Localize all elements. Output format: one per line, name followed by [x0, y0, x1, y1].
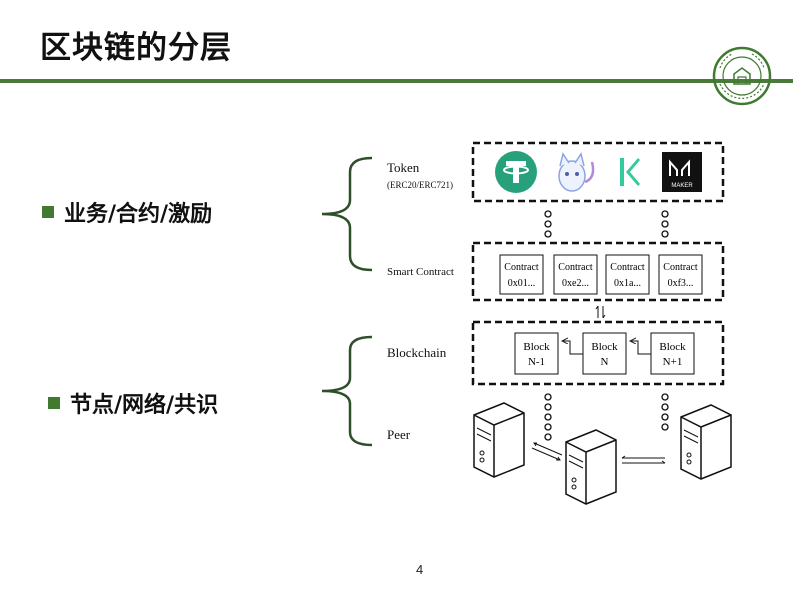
- kyber-logo-icon: [609, 153, 647, 191]
- layer-label-token: Token: [387, 160, 420, 175]
- contract-title: Contract: [558, 262, 593, 273]
- contract-address: 0x01...: [508, 278, 536, 289]
- bullet-square-icon: [42, 206, 54, 218]
- block-index: N+1: [663, 356, 683, 368]
- block-item-n: Block N: [582, 332, 627, 375]
- contract-item-4: Contract 0xf3...: [658, 254, 703, 295]
- bracket-lower: [321, 335, 373, 447]
- layer-label-contract: Smart Contract: [387, 266, 454, 278]
- token-layer-box: [471, 141, 725, 203]
- bullet-network: 节点/网络/共识: [48, 387, 218, 419]
- block-title: Block: [591, 341, 618, 353]
- cryptokitty-logo-icon: [558, 152, 595, 192]
- peer-exchange-arrows-icon: [531, 442, 666, 464]
- block-title: Block: [523, 341, 550, 353]
- title-divider: [0, 79, 793, 83]
- blockchain-layer-box: [471, 320, 725, 386]
- block-link-arrow: [630, 341, 651, 355]
- contract-address: 0x1a...: [614, 278, 641, 289]
- block-index: N-1: [528, 356, 545, 368]
- contract-address: 0xf3...: [668, 278, 694, 289]
- university-seal-icon: [712, 46, 772, 106]
- block-index: N: [601, 356, 609, 368]
- bullet-label: 业务/合约/激励: [64, 202, 213, 227]
- peer-server-icon: [680, 404, 732, 480]
- layer-sublabel-token: (ERC20/ERC721): [387, 180, 453, 190]
- contract-item-3: Contract 0x1a...: [605, 254, 650, 295]
- page-number: 4: [416, 562, 424, 577]
- peer-connector-dots-left: [544, 393, 552, 441]
- block-title: Block: [659, 341, 686, 353]
- peer-server-icon: [473, 402, 525, 478]
- bullet-business: 业务/合约/激励: [42, 196, 212, 228]
- contract-address: 0xe2...: [562, 278, 589, 289]
- peer-connector-dots-right: [661, 393, 669, 431]
- connector-dots-left: [544, 210, 552, 238]
- layer-label-peer: Peer: [387, 427, 411, 442]
- contract-layer-box: [471, 241, 725, 302]
- bullet-square-icon: [48, 397, 60, 409]
- peer-server-icon: [565, 429, 617, 505]
- maker-logo-icon: MAKER: [662, 152, 702, 192]
- tether-logo-icon: [495, 151, 537, 193]
- maker-logo-text: MAKER: [671, 183, 693, 189]
- connector-dots-right: [661, 210, 669, 238]
- block-item-n-minus-1: Block N-1: [514, 332, 559, 375]
- bracket-upper: [321, 156, 373, 272]
- page-title: 区块链的分层: [40, 30, 232, 66]
- contract-title: Contract: [504, 262, 539, 273]
- layer-label-blockchain: Blockchain: [387, 345, 447, 360]
- contract-item-2: Contract 0xe2...: [553, 254, 598, 295]
- contract-title: Contract: [663, 262, 698, 273]
- bullet-label: 节点/网络/共识: [70, 393, 219, 418]
- layer-exchange-arrows-icon: [595, 305, 606, 319]
- contract-title: Contract: [610, 262, 645, 273]
- block-link-arrow: [562, 341, 583, 355]
- block-item-n-plus-1: Block N+1: [650, 332, 695, 375]
- contract-item-1: Contract 0x01...: [499, 254, 544, 295]
